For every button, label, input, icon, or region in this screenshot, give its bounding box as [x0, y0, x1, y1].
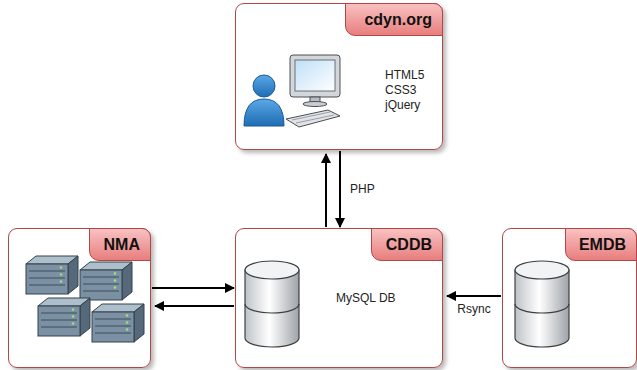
flow-arrow: [447, 295, 501, 297]
user-icon: [244, 75, 284, 126]
flow-arrow: [152, 287, 234, 289]
edge-label: PHP: [348, 182, 377, 196]
database-cylinder: [245, 261, 299, 347]
system-box: EMDB: [502, 228, 637, 368]
flow-arrow: [339, 151, 341, 227]
server-cluster: [26, 256, 144, 342]
system-box: cdyn.orgHTML5 CSS3 jQuery: [235, 3, 443, 150]
system-box: CDDB MySQL DB: [235, 228, 443, 368]
edge-label: Rsync: [455, 302, 492, 316]
database-cylinder: [515, 261, 569, 347]
box-body-text: MySQL DB: [336, 291, 426, 306]
flow-arrow: [325, 154, 327, 227]
system-box: NMA: [8, 228, 151, 368]
box-title-tab: CDDB: [371, 228, 443, 261]
box-title-tab: cdyn.org: [345, 3, 443, 36]
computer-icon: [286, 55, 340, 127]
box-body-text: HTML5 CSS3 jQuery: [385, 68, 431, 113]
box-title-tab: EMDB: [565, 228, 637, 261]
box-title-tab: NMA: [89, 228, 151, 261]
flow-arrow: [155, 305, 234, 307]
